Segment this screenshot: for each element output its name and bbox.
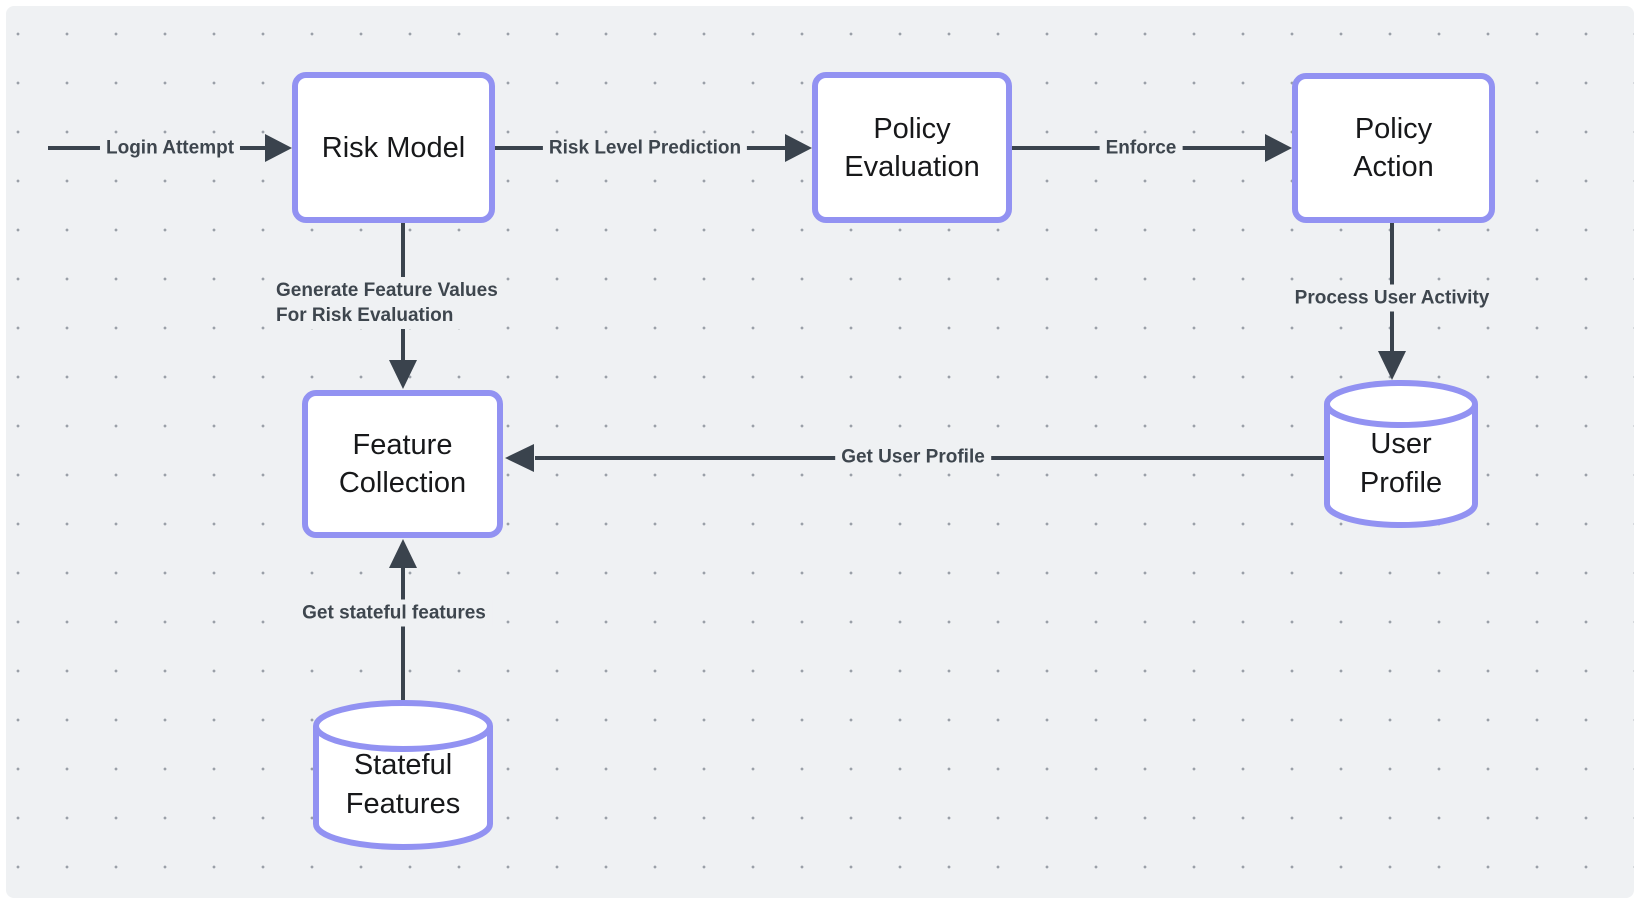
arrowhead-icon xyxy=(389,360,417,389)
arrowhead-icon xyxy=(785,134,812,162)
edge-label-get-user-profile: Get User Profile xyxy=(835,443,991,471)
node-stateful-features[interactable]: Stateful Features xyxy=(313,700,493,850)
edge-label-get-stateful-features: Get stateful features xyxy=(296,599,492,627)
edge-label-risk-level-prediction: Risk Level Prediction xyxy=(542,134,748,162)
edge-label-login-attempt: Login Attempt xyxy=(99,134,241,162)
node-stateful-features-label: Stateful Features xyxy=(345,749,461,820)
node-user-profile[interactable]: User Profile xyxy=(1324,380,1478,528)
cylinder-top-ellipse xyxy=(313,700,493,752)
edge-label-process-user-activity: Process User Activity xyxy=(1288,284,1496,312)
edge-label-enforce: Enforce xyxy=(1099,134,1183,162)
cylinder-shape xyxy=(313,700,493,850)
node-policy-action[interactable]: Policy Action xyxy=(1292,73,1495,223)
cylinder-body xyxy=(313,726,493,850)
node-policy-evaluation[interactable]: Policy Evaluation xyxy=(812,72,1012,223)
arrowhead-icon xyxy=(265,134,292,162)
cylinder-top-ellipse xyxy=(1324,380,1478,428)
arrowhead-icon xyxy=(1378,351,1406,380)
node-feature-collection[interactable]: Feature Collection xyxy=(302,390,503,538)
arrowhead-icon xyxy=(389,539,417,568)
edge-label-generate-feature-values: Generate Feature Values For Risk Evaluat… xyxy=(272,277,506,329)
arrowhead-icon xyxy=(505,444,534,472)
node-risk-model[interactable]: Risk Model xyxy=(292,72,495,223)
cylinder-body xyxy=(1324,404,1478,528)
arrowhead-icon xyxy=(1265,134,1292,162)
node-user-profile-label: User Profile xyxy=(1359,428,1443,499)
cylinder-shape xyxy=(1324,380,1478,528)
